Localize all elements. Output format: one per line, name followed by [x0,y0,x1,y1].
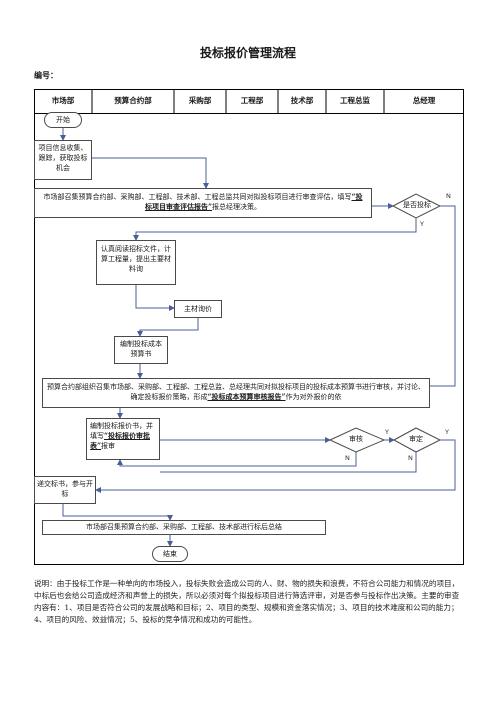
approve-no-label: N [408,454,413,462]
cost-review-text: 预算合约部组织召集市场部、采购部、工程部、工程总监、总经理共同对拟投标项目的投标… [47,383,425,401]
audit-no-label: N [345,454,350,462]
review-report-name: “投标项目审查评估报告” [144,192,363,211]
audit-yes-label: Y [385,428,389,436]
header-divider [34,113,464,114]
flowchart-frame [34,89,464,565]
decide-no-label: N [446,192,451,200]
doc-number-label: 编号： [34,71,58,80]
column-engineering: 工程部 [240,96,264,105]
audit-label: 审核 [349,435,363,443]
compile-node: 编制投标成本预算书 [114,336,168,364]
column-engineering-director: 工程总监 [340,96,370,105]
read-doc-node: 认真阅读招标文件，计算工程量，提出主要材料询 [96,240,176,285]
start-label: 开始 [56,116,70,124]
read-doc-label: 认真阅读招标文件，计算工程量，提出主要材料询 [101,245,171,273]
material-label: 主材询价 [184,305,212,313]
review-node: 市场部召集预算合约部、采购部、工程部、技术部、工程总监共同对拟投标项目进行审查评… [34,188,372,218]
decide-label: 是否投标 [403,201,431,209]
cost-review-node: 预算合约部组织召集市场部、采购部、工程部、工程总监、总经理共同对拟投标项目的投标… [42,378,430,408]
price-text: 编制投标报价书，并填写 [90,422,153,440]
price-node: 编制投标报价书，并填写“投标报价审批表”报审 [86,418,160,460]
approve-label: 审定 [409,435,423,443]
summary-label: 市场部召集预算合约部、采购部、工程部、技术部进行标后总结 [86,523,282,531]
review-text: 市场部召集预算合约部、采购部、工程部、技术部、工程总监共同对拟投标项目进行审查评… [43,193,352,201]
column-market: 市场部 [51,96,75,105]
start-node: 开始 [44,112,82,128]
submit-node: 递交标书，参与开标 [34,476,96,504]
summary-node: 市场部召集预算合约部、采购部、工程部、技术部进行标后总结 [42,520,326,535]
cost-report-name: “投标成本预算审核报告” [207,392,286,401]
approve-yes-label: Y [445,428,449,436]
end-node: 结束 [152,546,188,562]
page-title: 投标报价管理流程 [199,46,296,60]
collect-label: 项目信息收集、跟踪，获取投标机会 [38,144,88,172]
end-label: 结束 [163,550,177,558]
submit-label: 递交标书，参与开标 [37,480,93,498]
column-technical: 技术部 [290,96,314,105]
review-text-end: 报总经理决策。 [212,203,262,211]
explanation-note: 说明：由于投标工作是一种单向的市场投入，投标失败会造成公司的人、财、物的损失和浪… [34,579,460,624]
compile-label: 编制投标成本预算书 [120,340,162,358]
decide-yes-label: Y [420,220,424,228]
price-text-end: 报审 [101,442,116,450]
column-general-manager: 总经理 [412,96,436,105]
price-form-name: “投标报价审批表” [90,431,151,450]
swimlane-header: 市场部 预算合约部 采购部 工程部 技术部 工程总监 总经理 [34,89,464,113]
column-budget: 预算合约部 [114,96,152,105]
material-node: 主材询价 [174,300,222,318]
collect-node: 项目信息收集、跟踪，获取投标机会 [34,140,92,180]
cost-review-text-end: 作为对外报价的依 [285,393,342,401]
column-purchase: 采购部 [188,96,212,105]
